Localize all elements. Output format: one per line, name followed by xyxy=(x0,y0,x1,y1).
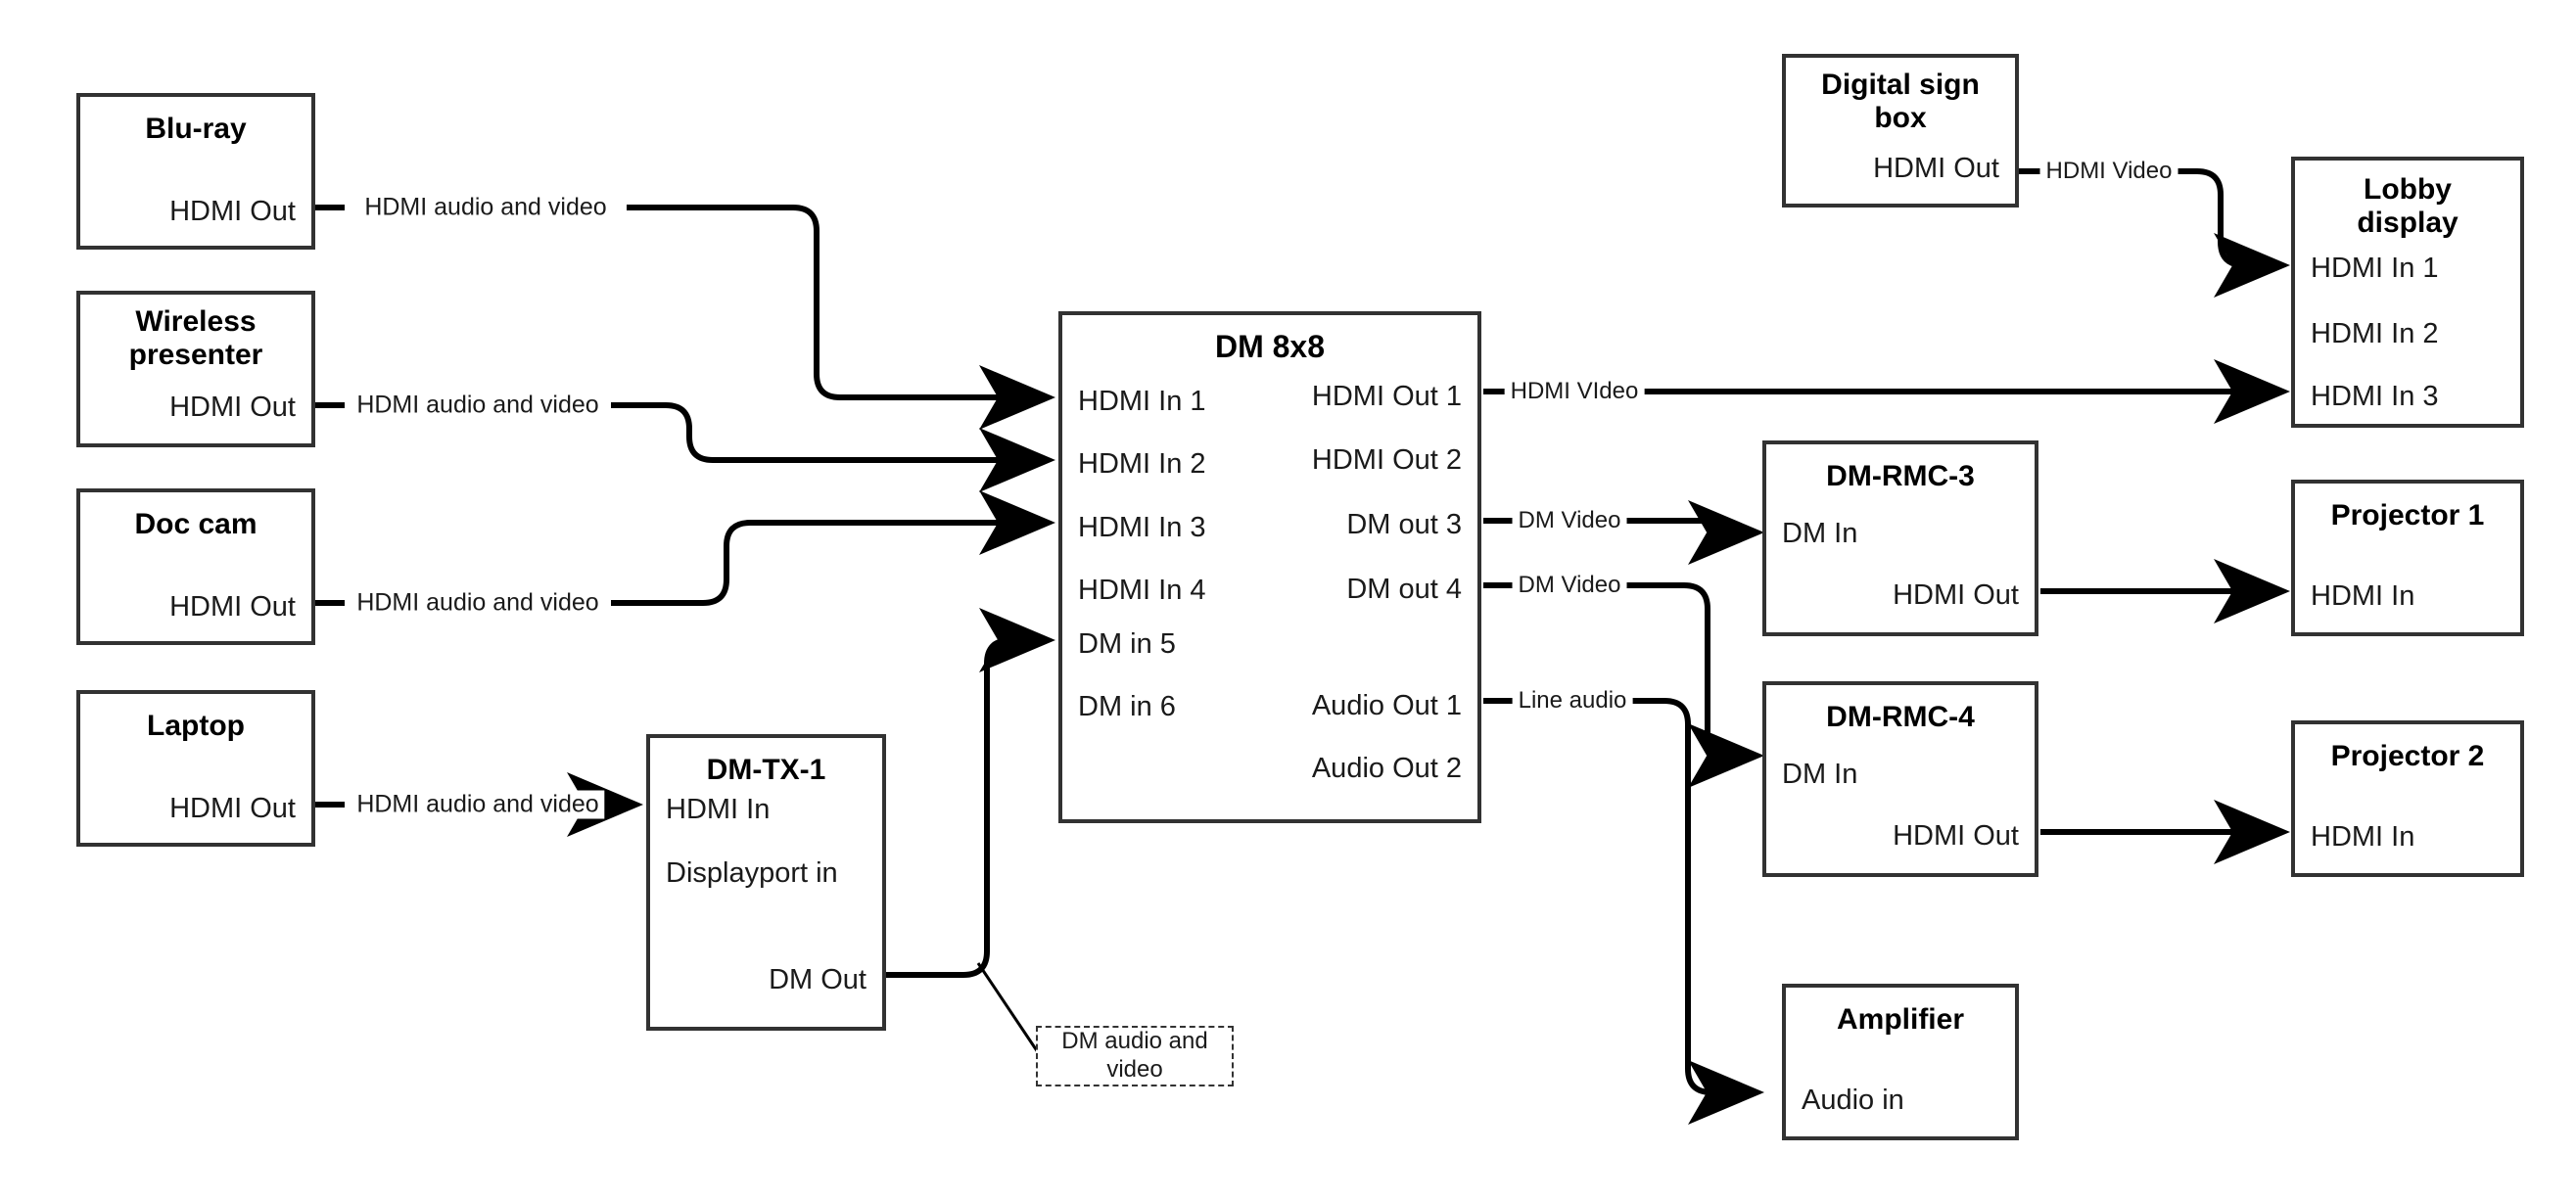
wire-dmtx1-to-dm8x8 xyxy=(886,608,1055,978)
wire-bluray-to-dm8x8 xyxy=(315,205,1044,397)
wire-wireless-to-dm8x8 xyxy=(315,405,1044,460)
port-audio-in: Audio in xyxy=(1802,1085,1904,1116)
node-dm-8x8[interactable]: DM 8x8 HDMI In 1 HDMI In 2 HDMI In 3 HDM… xyxy=(1058,311,1481,823)
node-dm-rmc-4[interactable]: DM-RMC-4 DM In HDMI Out xyxy=(1762,681,2038,877)
node-title: Projector 1 xyxy=(2330,499,2485,531)
port-hdmi-out-1: HDMI Out 1 xyxy=(1311,381,1462,412)
edge-label-dm8x8-dmout3-to-rmc3: DM Video xyxy=(1512,507,1627,534)
edge-label-laptop-to-dmtx1: HDMI audio and video xyxy=(351,790,605,819)
port-hdmi-out: HDMI Out xyxy=(169,793,296,824)
node-title-line2: display xyxy=(2357,206,2459,239)
port-hdmi-out: HDMI Out xyxy=(1893,579,2019,611)
node-amplifier[interactable]: Amplifier Audio in xyxy=(1782,984,2019,1140)
edge-label-doccam-to-dm8x8: HDMI audio and video xyxy=(351,588,605,618)
node-digital-sign-box[interactable]: Digital sign box HDMI Out xyxy=(1782,54,2019,208)
port-dm-out-3: DM out 3 xyxy=(1346,509,1462,540)
port-hdmi-in-2: HDMI In 2 xyxy=(1078,448,1206,480)
node-dm-tx-1[interactable]: DM-TX-1 HDMI In Displayport in DM Out xyxy=(646,734,886,1031)
port-dm-in-5: DM in 5 xyxy=(1078,628,1176,660)
note-dm-audio-and-video: DM audio and video xyxy=(1036,1026,1234,1086)
port-dm-in: DM In xyxy=(1782,759,1858,790)
node-title: DM-RMC-4 xyxy=(1826,701,1975,733)
port-hdmi-out: HDMI Out xyxy=(169,591,296,623)
port-hdmi-in-1: HDMI In 1 xyxy=(1078,386,1206,417)
node-title: DM 8x8 xyxy=(1214,329,1326,364)
node-projector-2[interactable]: Projector 2 HDMI In xyxy=(2291,720,2524,877)
edge-label-digsign-to-lobby: HDMI Video xyxy=(2039,158,2178,185)
port-hdmi-in: HDMI In xyxy=(666,794,771,825)
port-hdmi-in-4: HDMI In 4 xyxy=(1078,575,1206,606)
node-blu-ray[interactable]: Blu-ray HDMI Out xyxy=(76,93,315,250)
node-title-line1: Lobby xyxy=(2364,173,2452,206)
edge-label-wireless-to-dm8x8: HDMI audio and video xyxy=(351,391,605,420)
port-dm-out-4: DM out 4 xyxy=(1346,574,1462,605)
port-hdmi-out: HDMI Out xyxy=(169,392,296,423)
port-hdmi-in: HDMI In xyxy=(2311,580,2415,612)
port-dm-in-6: DM in 6 xyxy=(1078,691,1176,722)
node-title-line1: Digital sign xyxy=(1821,69,1980,101)
node-title: Projector 2 xyxy=(2330,740,2485,772)
note-leader-line xyxy=(976,962,1042,1056)
node-lobby-display[interactable]: Lobby display HDMI In 1 HDMI In 2 HDMI I… xyxy=(2291,157,2524,428)
port-hdmi-in-1: HDMI In 1 xyxy=(2311,253,2439,284)
edge-label-dm8x8-audioout1-to-amp: Line audio xyxy=(1512,687,1633,715)
node-title-line2: box xyxy=(1874,101,1927,134)
node-dm-rmc-3[interactable]: DM-RMC-3 DM In HDMI Out xyxy=(1762,440,2038,636)
port-dm-out: DM Out xyxy=(769,964,866,995)
wire-doccam-to-dm8x8 xyxy=(315,523,1044,606)
node-title: Laptop xyxy=(147,710,245,742)
port-hdmi-in-3: HDMI In 3 xyxy=(1078,512,1206,543)
port-hdmi-in-2: HDMI In 2 xyxy=(2311,318,2439,349)
node-title: Doc cam xyxy=(134,508,258,540)
node-title: DM-TX-1 xyxy=(706,754,826,786)
wire-dm8x8-dmout3-to-rmc3 xyxy=(1483,521,1753,532)
node-laptop[interactable]: Laptop HDMI Out xyxy=(76,690,315,847)
port-hdmi-out: HDMI Out xyxy=(169,196,296,227)
port-hdmi-in-3: HDMI In 3 xyxy=(2311,381,2439,412)
wire-dm8x8-audioout1-to-amp xyxy=(1483,698,1753,1092)
port-displayport-in: Displayport in xyxy=(666,857,838,889)
port-audio-out-1: Audio Out 1 xyxy=(1311,690,1462,721)
node-projector-1[interactable]: Projector 1 HDMI In xyxy=(2291,480,2524,636)
port-dm-in: DM In xyxy=(1782,518,1858,549)
note-text: DM audio and video xyxy=(1061,1028,1208,1083)
edge-label-bluray-to-dm8x8: HDMI audio and video xyxy=(358,193,613,222)
wire-digsign-to-lobby xyxy=(2019,168,2278,265)
node-wireless-presenter[interactable]: Wireless presenter HDMI Out xyxy=(76,291,315,447)
node-title: DM-RMC-3 xyxy=(1826,460,1975,492)
node-title: Blu-ray xyxy=(145,113,247,145)
port-hdmi-out-2: HDMI Out 2 xyxy=(1311,444,1462,476)
port-audio-out-2: Audio Out 2 xyxy=(1311,753,1462,784)
wire-dm8x8-dmout4-to-rmc4 xyxy=(1483,582,1753,756)
port-hdmi-out: HDMI Out xyxy=(1893,820,2019,852)
node-title: Amplifier xyxy=(1836,1003,1965,1036)
port-hdmi-in: HDMI In xyxy=(2311,821,2415,853)
port-hdmi-out: HDMI Out xyxy=(1873,153,1999,184)
edge-label-dm8x8-dmout4-to-rmc4: DM Video xyxy=(1512,572,1627,599)
edge-label-dm8x8-hdmiout1-to-lobby: HDMI VIdeo xyxy=(1504,378,1645,405)
node-doc-cam[interactable]: Doc cam HDMI Out xyxy=(76,488,315,645)
node-title-line2: presenter xyxy=(128,338,263,371)
node-title-line1: Wireless xyxy=(135,305,257,338)
